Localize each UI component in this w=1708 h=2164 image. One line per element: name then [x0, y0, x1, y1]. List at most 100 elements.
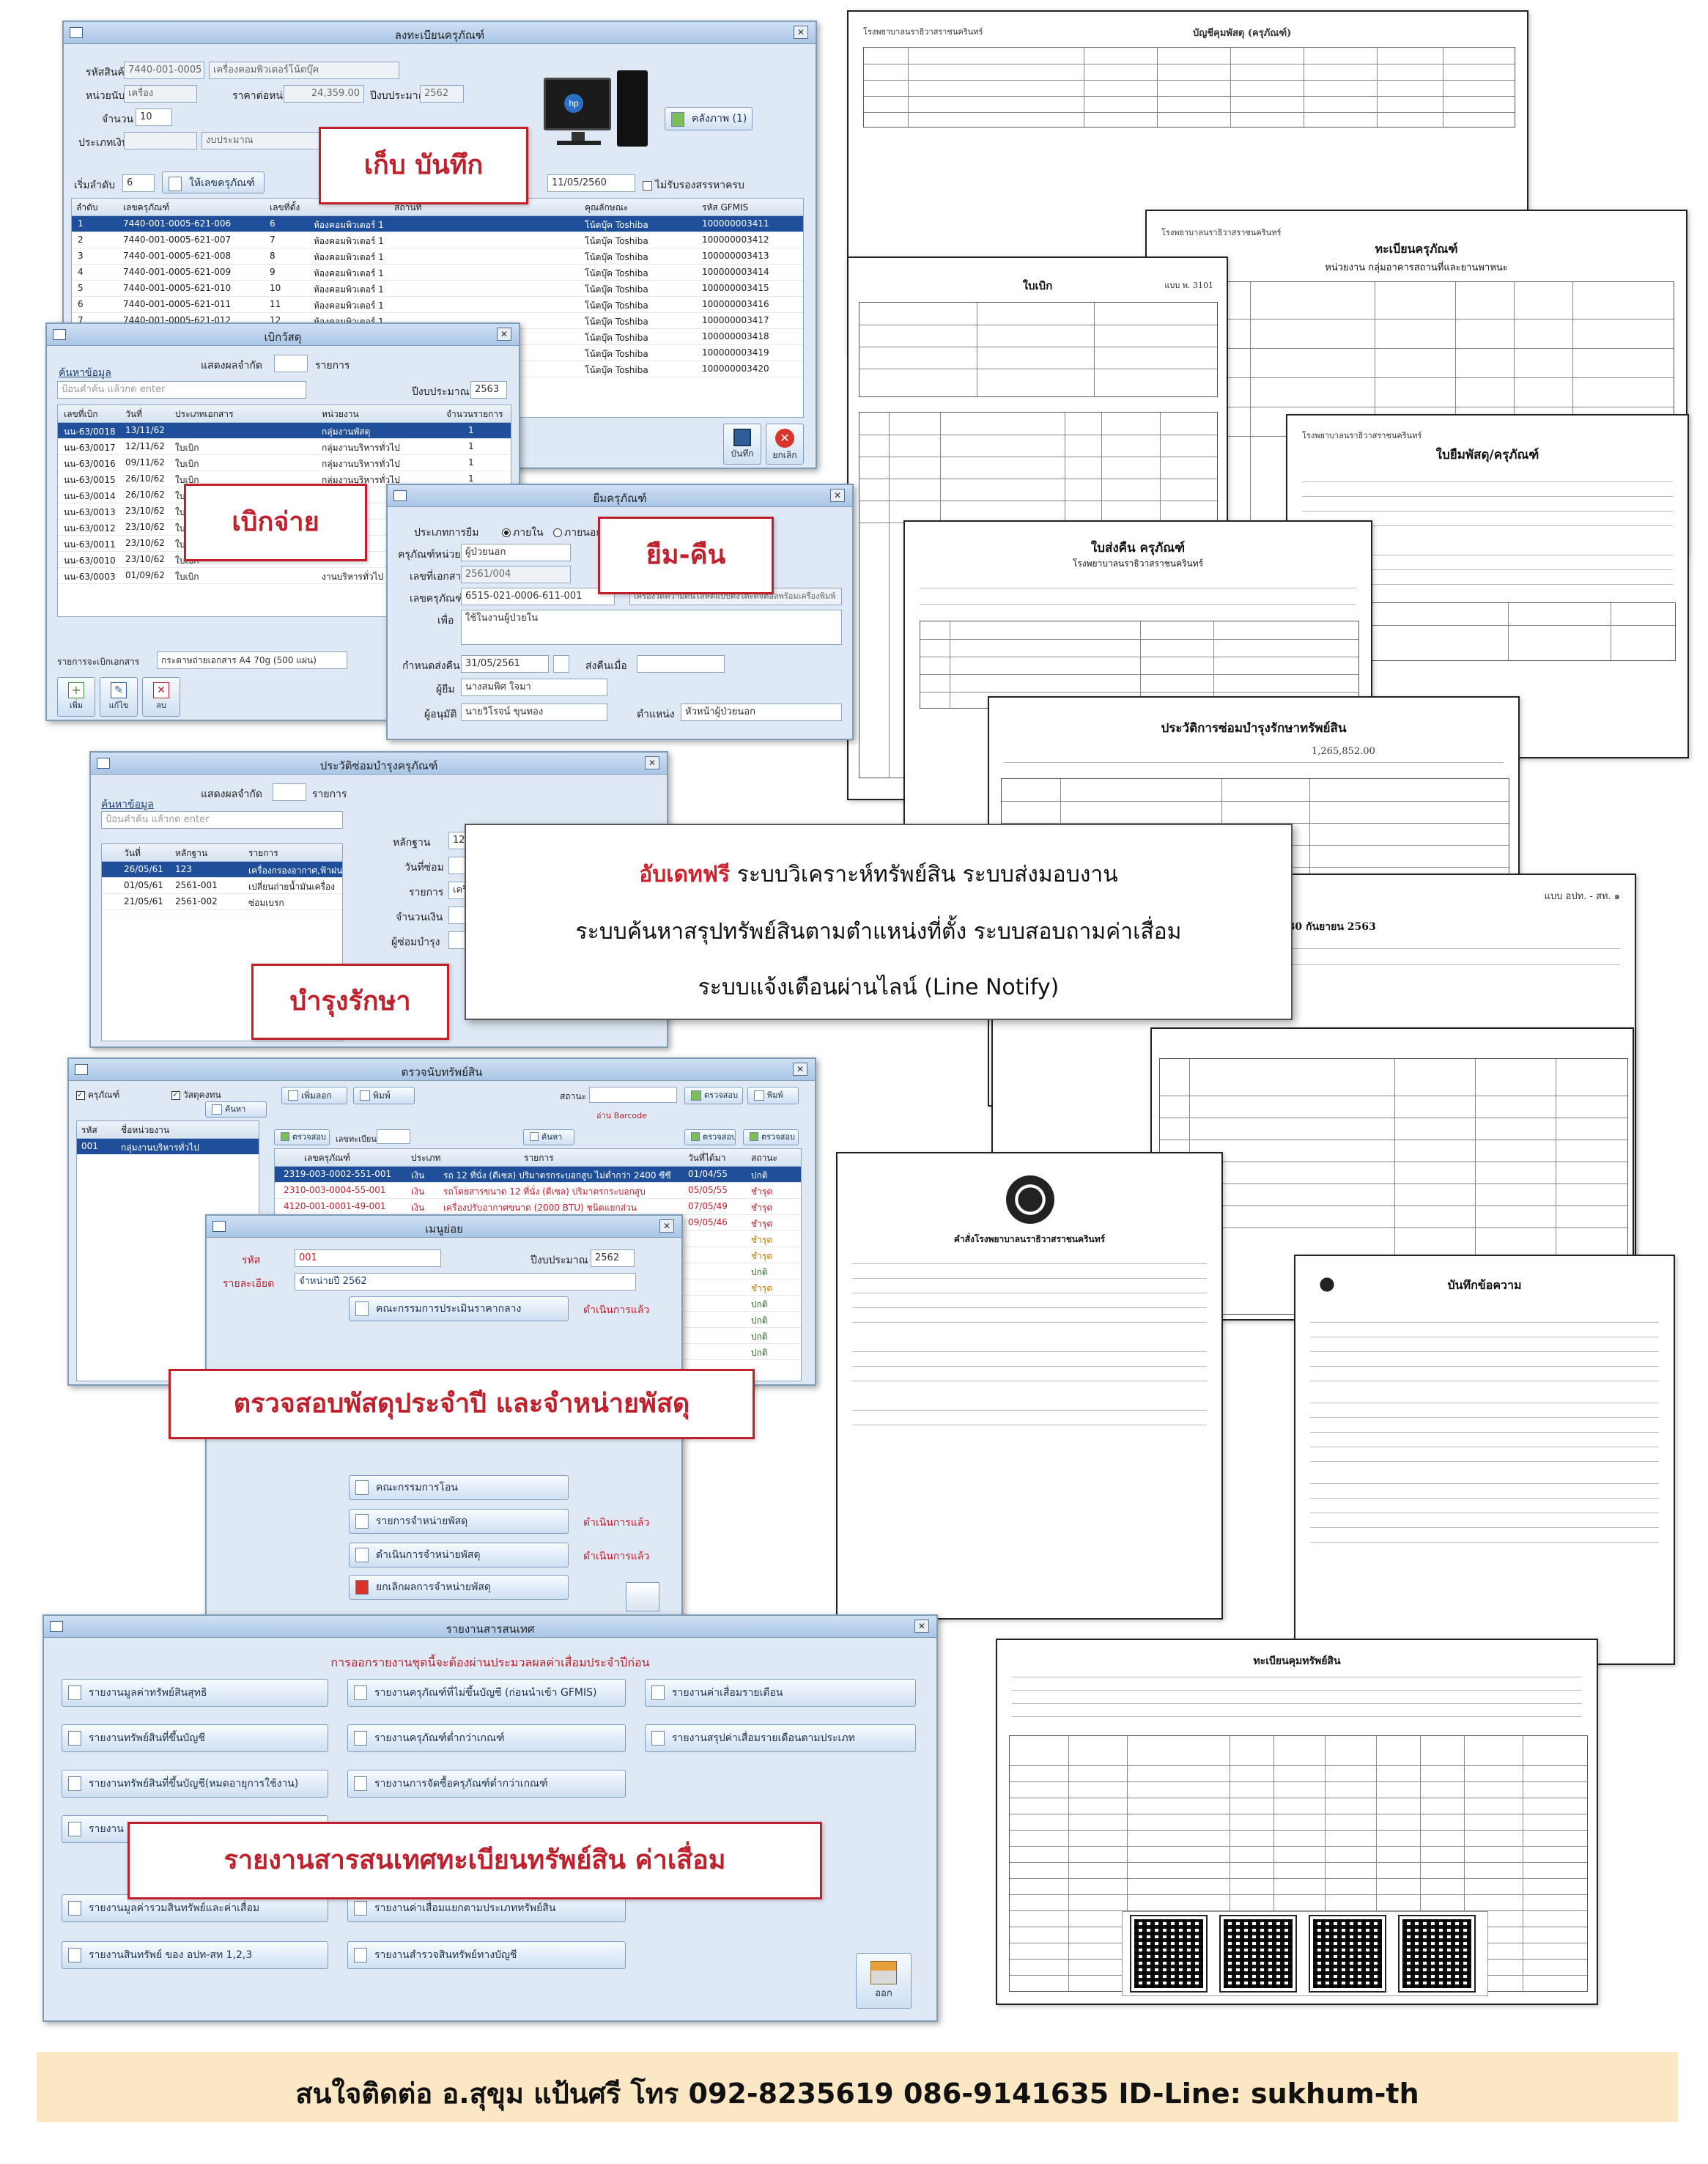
close-icon[interactable]: ✕: [793, 1063, 807, 1076]
maint-limit-field[interactable]: [273, 783, 306, 801]
add-button[interactable]: +เพิ่ม: [57, 677, 95, 717]
borrow-use-field[interactable]: ใช้ในงานผู้ป่วยใน: [461, 610, 842, 645]
close-icon[interactable]: ✕: [830, 489, 845, 502]
submenu-code-field[interactable]: 001: [295, 1249, 441, 1267]
register-subtitle: หน่วยงาน กลุ่มอาคารสถานที่และยานพาหนะ: [1325, 262, 1508, 273]
report-button[interactable]: รายงานสรุปค่าเสื่อมรายเดือนตามประเภท: [645, 1724, 916, 1752]
close-icon[interactable]: ✕: [645, 756, 659, 769]
audit-num-select[interactable]: [377, 1129, 410, 1144]
cancel-button[interactable]: ✕ ยกเลิก: [766, 424, 804, 465]
borrow-type-external[interactable]: ภายนอก: [553, 525, 602, 541]
check-label[interactable]: ไม่รับรองสรรหาครบ: [643, 177, 744, 193]
home-icon[interactable]: [626, 1582, 659, 1611]
edit-button[interactable]: ✎แก้ไข: [100, 677, 138, 717]
withdraw-limit-field[interactable]: [274, 355, 308, 372]
maint-search-input[interactable]: ป้อนคำค้น แล้วกด enter: [101, 811, 343, 829]
audit-sub-find-button[interactable]: ค้นหา: [523, 1129, 574, 1145]
exit-button[interactable]: ออก: [856, 1953, 912, 2009]
borrow-approver-field[interactable]: นายวิโรจน์ ขุนทอง: [461, 704, 607, 721]
table-cell: นน-63/0003: [64, 572, 116, 582]
submenu-button[interactable]: ยกเลิกผลการจำหน่ายพัสดุ: [349, 1575, 569, 1600]
submenu-button[interactable]: รายการจำหน่ายพัสดุ: [349, 1509, 569, 1534]
withdraw-window-titlebar[interactable]: เบิกวัสดุ ✕: [47, 324, 519, 346]
borrow-window-titlebar[interactable]: ยืมครุภัณฑ์ ✕: [388, 485, 852, 507]
submenu-year-field[interactable]: 2562: [591, 1249, 635, 1267]
date-field[interactable]: 11/05/2560: [547, 174, 635, 192]
price-field[interactable]: 24,359.00: [284, 85, 364, 103]
close-icon[interactable]: ✕: [914, 1620, 929, 1633]
audit-check-asset[interactable]: ✓ ครุภัณฑ์: [76, 1090, 120, 1100]
audit-sub-check2-button[interactable]: ตรวจสอบ: [684, 1129, 736, 1145]
submenu-button[interactable]: คณะกรรมการประเมินราคากลาง: [349, 1296, 569, 1321]
asset-window-titlebar[interactable]: ลงทะเบียนครุภัณฑ์ ✕: [64, 22, 816, 44]
delete-button[interactable]: ✕ลบ: [142, 677, 180, 717]
start-field[interactable]: 6: [122, 174, 155, 192]
report-button[interactable]: รายงานมูลค่าทรัพย์สินสุทธิ: [62, 1679, 328, 1707]
calendar-icon[interactable]: [553, 655, 569, 673]
audit-sub-check3-button[interactable]: ตรวจสอบ: [743, 1129, 799, 1145]
borrow-due-field[interactable]: 31/05/2561: [461, 655, 549, 673]
withdraw-year-field[interactable]: 2563: [470, 381, 507, 399]
report-window-titlebar[interactable]: รายงานสารสนเทศ ✕: [44, 1616, 936, 1638]
item-name-field[interactable]: เครื่องคอมพิวเตอร์โน้ตบุ๊ค: [209, 62, 399, 79]
borrow-borrower-field[interactable]: นางสมพิศ ใจมา: [461, 679, 607, 696]
close-icon[interactable]: ✕: [794, 26, 808, 39]
audit-print2-button[interactable]: พิมพ์: [747, 1087, 799, 1104]
audit-sub-check-button[interactable]: ตรวจสอบ: [274, 1129, 330, 1145]
borrow-asset-field[interactable]: 6515-021-0006-611-001: [461, 588, 615, 605]
submenu-detail-field[interactable]: จำหน่ายปี 2562: [295, 1273, 636, 1290]
generate-number-button[interactable]: ให้เลขครุภัณฑ์: [162, 171, 265, 193]
borrow-org-field[interactable]: ผู้ป่วยนอก: [461, 544, 571, 561]
withdraw-doc-field[interactable]: กระดาษถ่ายเอกสาร A4 70g (500 แผ่น): [157, 651, 347, 669]
audit-window-titlebar[interactable]: ตรวจนับทรัพย์สิน ✕: [69, 1059, 815, 1081]
withdraw-search-input[interactable]: ป้อนคำค้น แล้วกด enter: [57, 381, 306, 399]
close-icon[interactable]: ✕: [497, 328, 511, 341]
year-field[interactable]: 2562: [420, 85, 464, 103]
report-button[interactable]: รายงานครุภัณฑ์ที่ไม่ขึ้นบัญชี (ก่อนนำเข้…: [347, 1679, 626, 1707]
submenu-button[interactable]: คณะกรรมการโอน: [349, 1475, 569, 1500]
report-button[interactable]: รายงานสินทรัพย์ ของ อปท-สท 1,2,3: [62, 1941, 328, 1969]
close-icon[interactable]: ✕: [659, 1219, 674, 1233]
report-button[interactable]: รายงานทรัพย์สินที่ขึ้นบัญชี(หมดอายุการใช…: [62, 1770, 328, 1798]
unit-field[interactable]: เครื่อง: [124, 85, 197, 103]
audit-add-button[interactable]: เพิ่มลอก: [281, 1087, 347, 1104]
audit-check-material[interactable]: ✓ วัสดุคงทน: [171, 1090, 221, 1100]
submenu-button[interactable]: ดำเนินการจำหน่ายพัสดุ: [349, 1543, 569, 1567]
borrow-return-field[interactable]: [637, 655, 725, 673]
borrow-position-field[interactable]: หัวหน้าผู้ป่วยนอก: [681, 704, 842, 721]
borrow-type-internal[interactable]: ภายใน: [502, 525, 544, 541]
report-button[interactable]: รายงานการจัดซื้อครุภัณฑ์ต่ำกว่าเกณฑ์: [347, 1770, 626, 1798]
maintenance-window-titlebar[interactable]: ประวัติซ่อมบำรุงครุภัณฑ์ ✕: [91, 753, 667, 775]
gallery-button[interactable]: คลังภาพ (1): [665, 107, 753, 130]
audit-check-all-button[interactable]: ตรวจสอบ: [684, 1087, 743, 1104]
submenu-window-titlebar[interactable]: เมนูย่อย ✕: [207, 1216, 681, 1238]
report-button[interactable]: รายงานสำรวจสินทรัพย์ทางบัญชี: [347, 1941, 626, 1969]
audit-print-button[interactable]: พิมพ์: [353, 1087, 415, 1104]
report-button[interactable]: รายงานครุภัณฑ์ต่ำกว่าเกณฑ์: [347, 1724, 626, 1752]
code-field[interactable]: 7440-001-0005: [124, 62, 204, 79]
borrow-doc-field[interactable]: 2561/004: [461, 566, 571, 583]
qty-field[interactable]: 10: [136, 108, 172, 126]
save-button[interactable]: บันทึก: [723, 424, 761, 465]
audit-place-select[interactable]: [589, 1087, 677, 1103]
report-button[interactable]: รายงานทรัพย์สินที่ขึ้นบัญชี: [62, 1724, 328, 1752]
audit-find-button[interactable]: ค้นหา: [205, 1101, 267, 1118]
report-button[interactable]: รายงานค่าเสื่อมรายเดือน: [645, 1679, 916, 1707]
